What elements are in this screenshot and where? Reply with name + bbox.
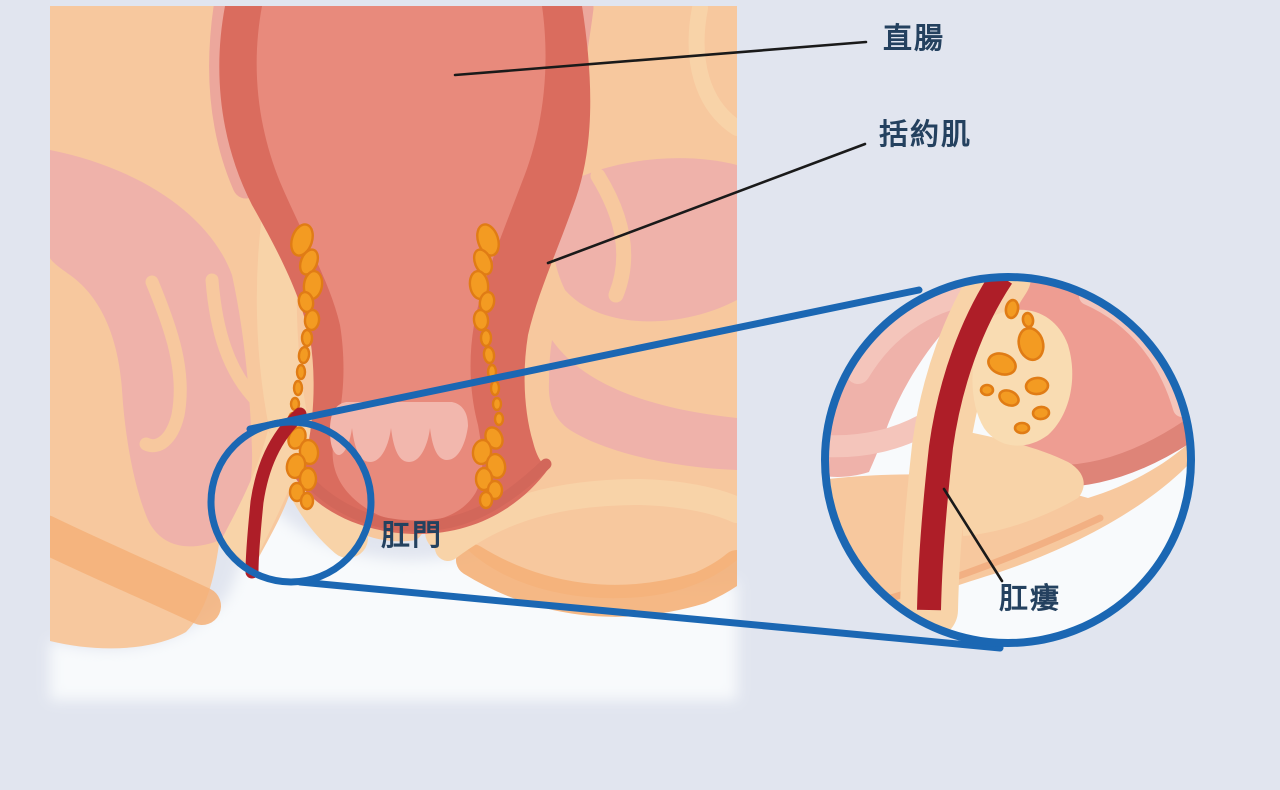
rectum-label: 直腸 <box>883 23 946 55</box>
tissue-left <box>50 150 253 547</box>
sphincter-label: 括約肌 <box>879 119 973 151</box>
tissue-left-fold-1 <box>139 275 187 453</box>
leader-line-sphincter <box>546 142 867 265</box>
anal-columns <box>330 402 468 462</box>
fistula-tract <box>245 407 307 579</box>
inset-cream-wedge <box>958 430 1084 536</box>
leader-line-fistula <box>942 487 1004 583</box>
tissue-right-lower <box>548 340 737 470</box>
magnifier-inset-border <box>821 273 1195 647</box>
fistula-label: 肛瘻 <box>999 583 1062 615</box>
buttock-left-shade <box>50 515 221 625</box>
sphincter-fat-left <box>285 223 324 511</box>
canal-sheath-left <box>256 170 368 558</box>
magnifier-connector-top <box>246 286 923 433</box>
magnifier-source-circle <box>207 418 375 586</box>
tissue-right-upper <box>551 158 737 322</box>
inset-fat-lobules <box>979 298 1051 435</box>
magnifier-connector-bottom <box>296 578 1004 652</box>
buttock-right-cream-crescent <box>435 478 737 561</box>
buttock-right-shade <box>456 544 737 617</box>
leader-line-rectum <box>453 40 868 77</box>
tissue-right-fold-1 <box>688 6 737 136</box>
anus-label: 肛門 <box>381 520 444 552</box>
anal-verge-rim <box>296 458 552 532</box>
inset-fistula-tract <box>917 277 1013 611</box>
inset-tissue-pink <box>825 277 1008 477</box>
sphincter-fat-right <box>468 223 507 510</box>
magnifier-inset <box>821 273 1195 647</box>
rectum-lumen <box>256 6 546 522</box>
